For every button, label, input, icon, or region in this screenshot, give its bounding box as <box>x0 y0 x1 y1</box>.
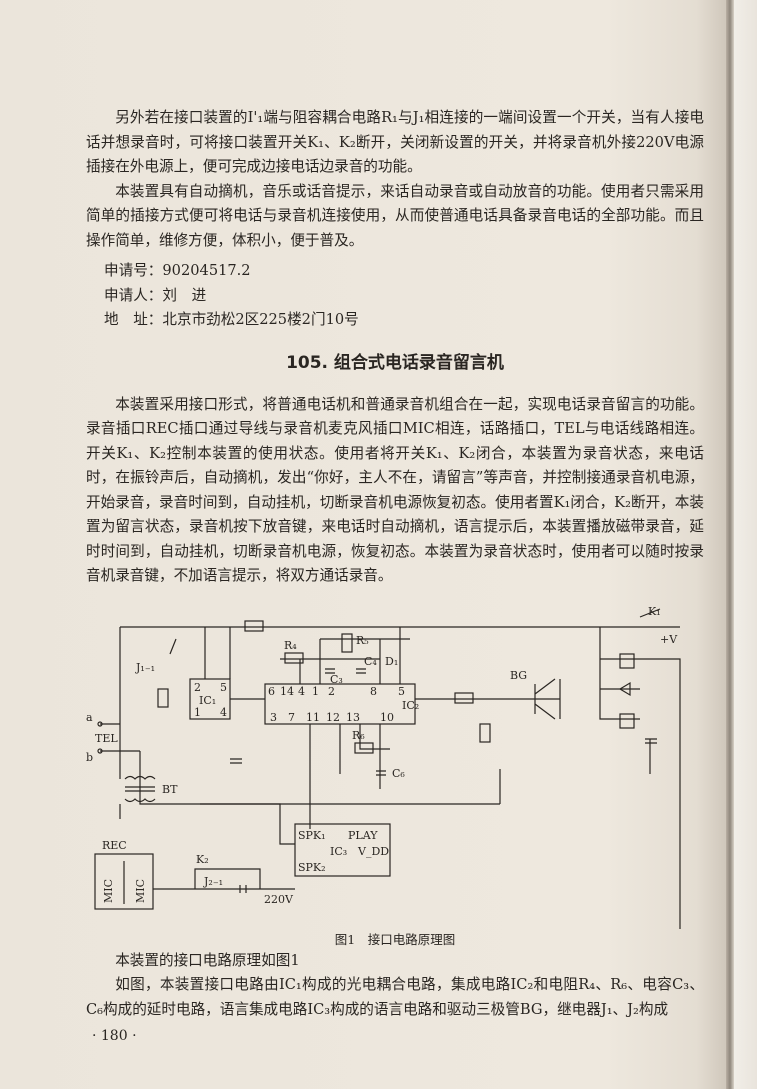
page-gutter <box>726 0 734 1089</box>
pin-label: 4 <box>220 706 227 719</box>
pin-label: 6 <box>268 685 275 698</box>
pin-label: 4 <box>298 685 305 698</box>
label-bg: BG <box>510 669 527 682</box>
paragraph: 如图，本装置接口电路由IC₁构成的光电耦合电路，集成电路IC₂和电阻R₄、R₆、… <box>86 976 704 1018</box>
wire <box>119 723 390 845</box>
label-c6: C₆ <box>392 767 405 780</box>
pin-label: 7 <box>288 711 295 724</box>
resistor <box>479 722 491 743</box>
label-c3: C₃ <box>330 673 343 686</box>
paragraph: 本装置具有自动摘机，音乐或话音提示，来话自动录音或自动放音的功能。使用者只需采用… <box>86 182 704 249</box>
label-r4: R₄ <box>284 639 297 652</box>
wire <box>119 728 141 779</box>
paragraph: 另外若在接口装置的I'₁端与阻容耦合电路R₁与J₁相连接的一端间设置一个开关，当… <box>86 109 704 175</box>
pin-label: 12 <box>326 711 340 724</box>
label: 地 址： <box>104 311 163 328</box>
relay-coil <box>619 712 635 729</box>
label-d1: D₁ <box>385 655 398 668</box>
label-220v: 220V <box>264 893 294 906</box>
wire <box>153 867 295 890</box>
resistor-r4 <box>284 651 304 664</box>
transistor-bg <box>534 678 556 719</box>
transformer-bt <box>124 775 156 802</box>
wire <box>100 625 680 752</box>
pin-label: 13 <box>346 711 360 724</box>
label-b: b <box>86 751 93 764</box>
label-vplus: +V <box>660 633 678 646</box>
label-j11: J₁₋₁ <box>135 661 155 674</box>
pin-label: 2 <box>194 681 201 694</box>
diode <box>618 681 631 696</box>
resistor-r5 <box>341 632 353 653</box>
label-j21: J₂₋₁ <box>203 875 223 888</box>
pin-label: 2 <box>328 685 335 698</box>
switch <box>169 607 661 654</box>
resistor <box>454 691 474 704</box>
wire <box>200 626 681 929</box>
label-ic3: IC₃ <box>330 845 347 858</box>
label-ic2: IC₂ <box>402 699 419 712</box>
relay-coil <box>619 652 635 669</box>
pin-label: 5 <box>398 685 405 698</box>
applicant: 申请人：刘 进 <box>104 284 704 309</box>
paragraph: 本装置的接口电路原理如图1 <box>115 951 300 969</box>
pin-label: 10 <box>380 711 394 724</box>
pin-label: 3 <box>270 711 277 724</box>
label-c4: C₄ <box>364 655 377 668</box>
address: 地 址：北京市劲松2区225楼2门10号 <box>104 308 704 333</box>
pin-label: 1 <box>194 706 201 719</box>
applicant-info: 申请号：90204517.2 申请人：刘 进 地 址：北京市劲松2区225楼2门… <box>86 259 704 333</box>
section-title: 105. 组合式电话录音留言机 <box>286 352 504 373</box>
pin-label: 8 <box>370 685 377 698</box>
label: 申请人： <box>104 286 163 304</box>
wire <box>280 626 410 684</box>
label-rec: REC <box>102 839 127 852</box>
label-k1: K₁ <box>648 605 661 618</box>
label-a: a <box>86 711 93 724</box>
label-r5: R₅ <box>356 634 369 647</box>
resistor <box>157 687 169 708</box>
page-content: 另外若在接口装置的I'₁端与阻容耦合电路R₁与J₁相连接的一端间设置一个开关，当… <box>86 109 704 1044</box>
ic3-box <box>294 822 391 877</box>
label-k2: K₂ <box>196 853 209 866</box>
value: 90204517.2 <box>162 262 251 279</box>
pin-label: 1 <box>312 685 319 698</box>
pin-label: 5 <box>220 681 227 694</box>
circuit-diagram: K₁ +V J₁₋₁ TEL a b IC₁ IC₂ R₄ R₅ R₆ C₃ C… <box>86 605 681 929</box>
label-mic: MIC <box>102 878 115 902</box>
label-bt: BT <box>162 783 178 796</box>
terminal-a <box>97 720 103 727</box>
figure-caption: 图1 接口电路原理图 <box>334 931 456 947</box>
pin-label: 11 <box>306 711 320 724</box>
pin-label: 14 <box>280 685 294 698</box>
capacitor <box>230 667 657 776</box>
label-spk1: SPK₁ <box>298 829 326 842</box>
application-number: 申请号：90204517.2 <box>104 259 704 284</box>
plug-220v <box>239 884 247 893</box>
value: 刘 进 <box>162 286 207 304</box>
label-vdd: V_DD <box>357 845 389 858</box>
terminal-b <box>97 747 103 754</box>
resistor-r6 <box>354 741 374 754</box>
value: 北京市劲松2区225楼2门10号 <box>162 311 359 328</box>
label-tel: TEL <box>95 732 118 745</box>
rec-box <box>94 852 154 910</box>
page-number: · 180 · <box>92 1028 137 1044</box>
label: 申请号： <box>104 262 163 279</box>
label-spk2: SPK₂ <box>298 861 326 874</box>
paragraph: 本装置采用接口形式，将普通电话机和普通录音机组合在一起，实现电话录音留言的功能。… <box>86 395 704 585</box>
label-play: PLAY <box>348 829 378 842</box>
label-r6: R₆ <box>352 729 365 742</box>
resistor <box>244 619 264 632</box>
label-mic: MIC <box>134 878 147 902</box>
wire <box>204 626 561 719</box>
label-ic1: IC₁ <box>199 694 216 707</box>
